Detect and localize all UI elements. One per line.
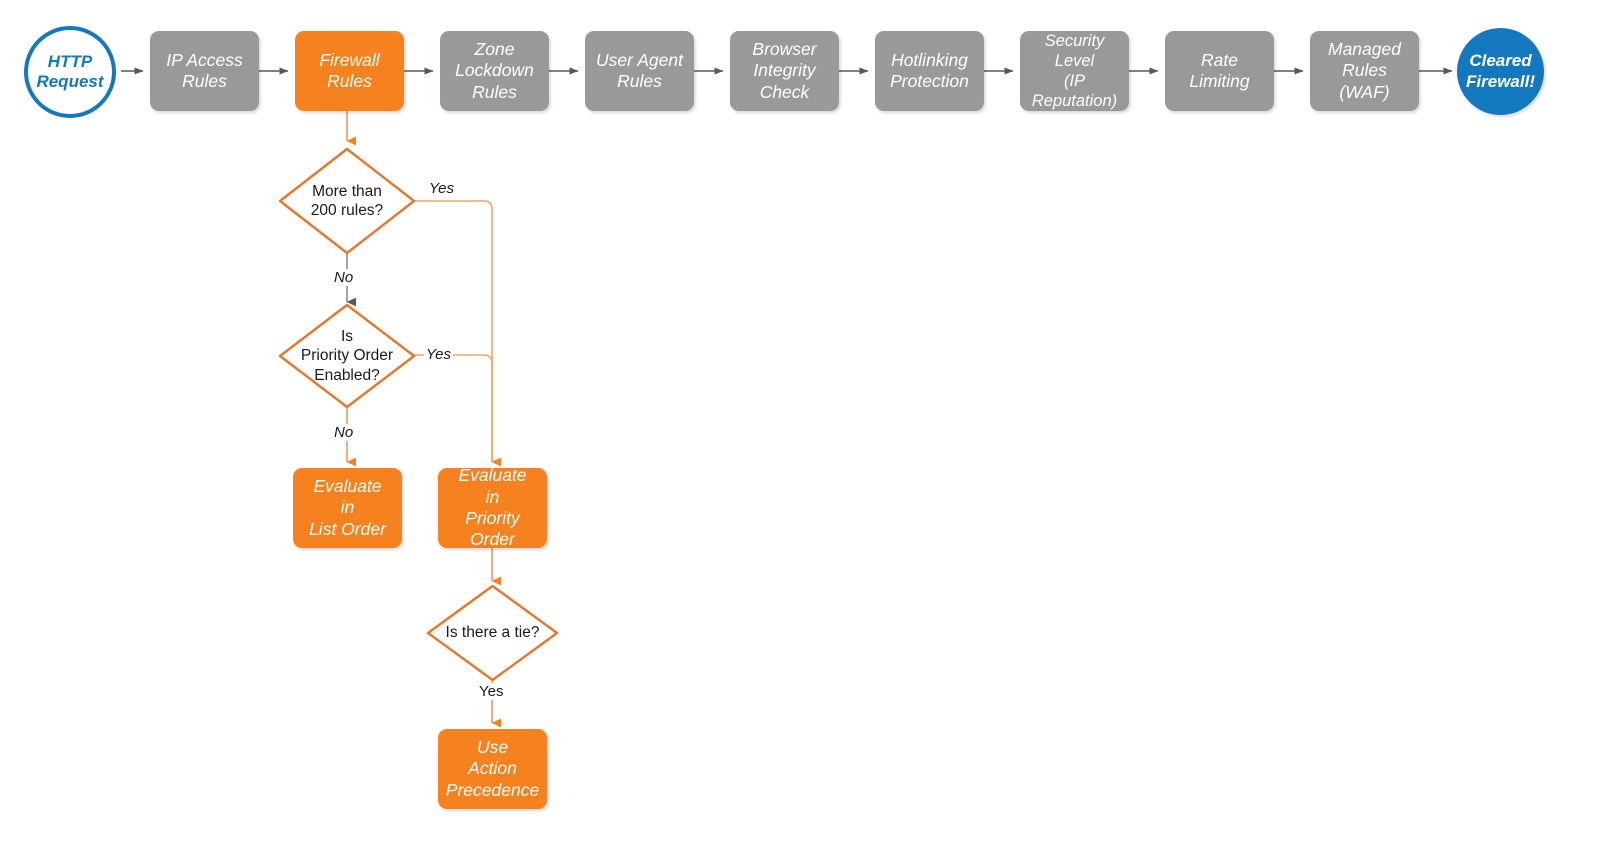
- node-label-line3: Rules: [472, 81, 517, 102]
- node-label-line1: Zone: [474, 38, 515, 59]
- node-label-line2: Action: [468, 758, 517, 779]
- node-label-line1: Evaluate: [313, 475, 382, 496]
- node-label-line3: Priority Order: [465, 508, 520, 550]
- node-label-line3: Check: [759, 81, 810, 102]
- node-label-line3: (IP Reputation): [1031, 72, 1118, 111]
- decision-label: Is there a tie?: [445, 624, 540, 642]
- end-node-label-line2: Firewall!: [1466, 71, 1535, 91]
- start-node-label-line2: Request: [36, 72, 104, 91]
- process-node-managed-rules-waf[interactable]: Managed Rules (WAF): [1310, 31, 1419, 111]
- end-node-cleared-firewall[interactable]: Cleared Firewall!: [1457, 28, 1544, 115]
- decision-node-is-there-a-tie[interactable]: Is there a tie?: [425, 583, 560, 683]
- decision-node-more-than-200-rules[interactable]: More than 200 rules?: [277, 146, 417, 256]
- process-node-zone-lockdown-rules[interactable]: Zone Lockdown Rules: [440, 31, 549, 111]
- node-label-line1: Rate: [1201, 49, 1238, 70]
- edge-label-no-priority-order: No: [332, 424, 356, 441]
- decision-node-priority-order-enabled[interactable]: Is Priority Order Enabled?: [277, 302, 417, 410]
- node-label-line2: Limiting: [1189, 71, 1250, 91]
- process-node-hotlinking-protection[interactable]: Hotlinking Protection: [875, 31, 984, 111]
- node-label-line1: Security: [1044, 31, 1105, 50]
- node-label-line1: User Agent: [596, 49, 683, 70]
- node-label-line2: Rules: [182, 71, 227, 91]
- node-label-line1: Managed: [1328, 38, 1401, 59]
- outcome-node-evaluate-list-order[interactable]: Evaluate in List Order: [293, 468, 402, 548]
- node-label-line3: Precedence: [445, 779, 540, 800]
- process-node-rate-limiting[interactable]: Rate Limiting: [1165, 31, 1274, 111]
- edge-label-yes-200-rules: Yes: [427, 180, 457, 197]
- node-label-line1: Browser: [752, 38, 817, 59]
- decision-label: More than 200 rules?: [310, 182, 384, 219]
- node-label-line3: (WAF): [1339, 81, 1390, 102]
- process-node-ip-access-rules[interactable]: IP Access Rules: [150, 31, 259, 111]
- diamond-shape-icon: [426, 584, 559, 682]
- outcome-node-evaluate-priority-order[interactable]: Evaluate in Priority Order: [438, 465, 547, 550]
- node-label-line1: Evaluate: [458, 465, 527, 486]
- edge-label-yes-priority-order: Yes: [424, 346, 454, 363]
- process-node-security-level[interactable]: Security Level (IP Reputation): [1020, 31, 1129, 111]
- node-label-line1: Use: [476, 736, 509, 757]
- node-label-line1: IP Access: [166, 49, 243, 70]
- node-label-line2: Level: [1054, 51, 1095, 70]
- start-node-http-request[interactable]: HTTP Request: [24, 26, 116, 118]
- node-label-line2: in: [340, 497, 355, 518]
- end-node-label-line1: Cleared: [1469, 51, 1532, 71]
- node-label-line2: Lockdown: [455, 60, 534, 81]
- node-label-line2: Rules: [1342, 60, 1387, 81]
- process-node-firewall-rules[interactable]: Firewall Rules: [295, 31, 404, 111]
- edge-label-no-200-rules: No: [332, 269, 356, 286]
- node-label-line2: Rules: [327, 71, 372, 91]
- node-label-line2: Rules: [617, 71, 662, 91]
- diamond-shape-icon: [278, 303, 416, 409]
- node-label-line1: Firewall: [319, 49, 380, 70]
- node-label-line1: Hotlinking: [891, 49, 968, 70]
- outcome-node-use-action-precedence[interactable]: Use Action Precedence: [438, 729, 547, 809]
- decision-label: Is Priority Order Enabled?: [300, 327, 394, 384]
- process-node-user-agent-rules[interactable]: User Agent Rules: [585, 31, 694, 111]
- node-label-line2: Protection: [890, 71, 969, 91]
- edge-label-yes-tie: Yes: [477, 683, 506, 700]
- process-node-browser-integrity-check[interactable]: Browser Integrity Check: [730, 31, 839, 111]
- node-label-line3: List Order: [309, 518, 386, 539]
- node-label-line2: Integrity: [753, 60, 816, 81]
- start-node-label-line1: HTTP: [47, 51, 93, 71]
- node-label-line2: in: [485, 486, 500, 507]
